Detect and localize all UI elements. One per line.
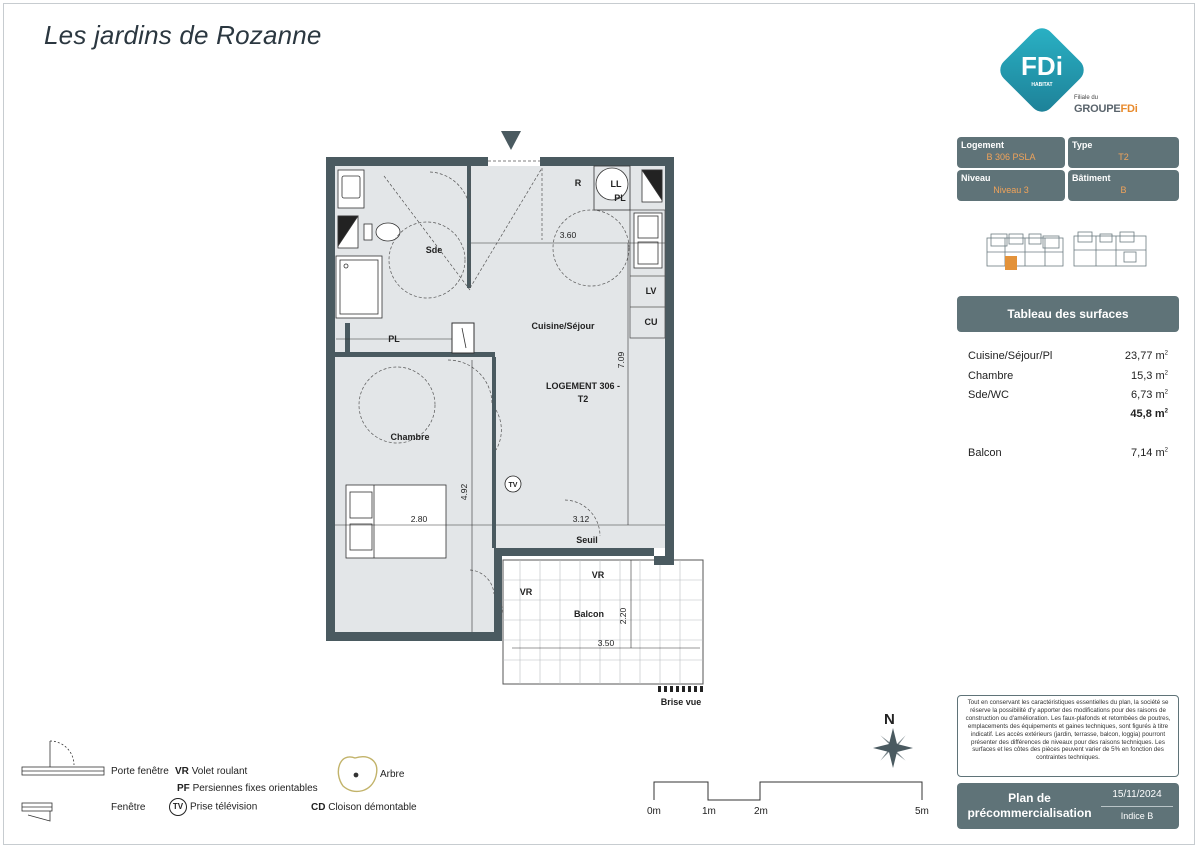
page-frame — [3, 3, 1195, 845]
logo-group-prefix: Filiale du — [1074, 95, 1099, 101]
legend-fenetre: Fenêtre — [111, 802, 146, 813]
info-batiment: Bâtiment B — [1068, 170, 1179, 201]
scale-label-1: 1m — [702, 806, 716, 817]
scale-label-2: 2m — [754, 806, 768, 817]
svg-text:LV: LV — [646, 286, 657, 296]
logo-brand-sub: HABITAT — [1031, 82, 1052, 88]
plan-labels: Sde Cuisine/Séjour LOGEMENT 306 - T2 Cha… — [388, 178, 701, 707]
svg-text:2.80: 2.80 — [411, 514, 428, 524]
legend-arbre: Arbre — [380, 769, 405, 780]
tv-icon: TV — [169, 798, 187, 816]
info-logement: Logement B 306 PSLA — [957, 137, 1065, 168]
scale-label-5: 5m — [915, 806, 929, 817]
legend-symbols — [21, 740, 378, 822]
mini-plan-building — [1073, 231, 1147, 267]
logo-group: GROUPEFDi — [1074, 103, 1138, 115]
svg-text:3.60: 3.60 — [560, 230, 577, 240]
svg-text:Balcon: Balcon — [574, 609, 604, 619]
logo-brand: FDi — [1021, 51, 1063, 81]
svg-text:VR: VR — [520, 587, 533, 597]
disclaimer-text: Tout en conservant les caractéristiques … — [957, 695, 1179, 777]
svg-text:CU: CU — [645, 317, 658, 327]
svg-text:Seuil: Seuil — [576, 535, 598, 545]
svg-text:2.20: 2.20 — [618, 607, 628, 624]
svg-text:Chambre: Chambre — [390, 432, 429, 442]
legend-pf: PF Persiennes fixes orientables — [177, 783, 318, 794]
compass-icon: N — [873, 711, 913, 768]
svg-text:Brise vue: Brise vue — [661, 697, 702, 707]
fdi-logo: FDi HABITAT — [1000, 28, 1084, 112]
project-title: Les jardins de Rozanne — [44, 20, 322, 50]
svg-text:LL: LL — [611, 179, 622, 189]
legend-vr: VR Volet roulant — [175, 766, 248, 777]
svg-text:VR: VR — [592, 570, 605, 580]
entrance-arrow-icon — [501, 131, 521, 150]
svg-text:Sde: Sde — [426, 245, 443, 255]
surface-total: 45,8 m2 — [1130, 408, 1168, 420]
svg-text:3.50: 3.50 — [598, 638, 615, 648]
svg-text:7.09: 7.09 — [616, 351, 626, 368]
surfaces-header: Tableau des surfaces — [957, 296, 1179, 332]
scale-label-0: 0m — [647, 806, 661, 817]
status-index: Indice B — [1120, 811, 1154, 821]
svg-text:PL: PL — [388, 334, 400, 344]
info-type: Type T2 — [1068, 137, 1179, 168]
fixtures — [335, 165, 663, 559]
legend-porte-fenetre: Porte fenêtre — [111, 766, 169, 777]
door-swings — [358, 166, 630, 621]
svg-text:R: R — [575, 178, 582, 188]
scale-bar — [653, 781, 923, 801]
svg-text:N: N — [884, 711, 895, 728]
status-date: 15/11/2024 — [1112, 789, 1162, 800]
svg-text:Cuisine/Séjour: Cuisine/Séjour — [531, 321, 595, 331]
legend-cd: CD Cloison démontable — [311, 802, 417, 813]
svg-text:PL: PL — [614, 193, 626, 203]
svg-text:LOGEMENT 306 -: LOGEMENT 306 - — [546, 381, 620, 391]
svg-text:4.92: 4.92 — [459, 483, 469, 500]
info-niveau: Niveau Niveau 3 — [957, 170, 1065, 201]
svg-text:T2: T2 — [578, 394, 589, 404]
tv-outlet-icon — [504, 475, 522, 493]
balcony-area — [502, 559, 704, 692]
svg-text:TV: TV — [509, 482, 518, 489]
svg-text:3.12: 3.12 — [573, 514, 590, 524]
mini-plan-location — [986, 233, 1064, 270]
